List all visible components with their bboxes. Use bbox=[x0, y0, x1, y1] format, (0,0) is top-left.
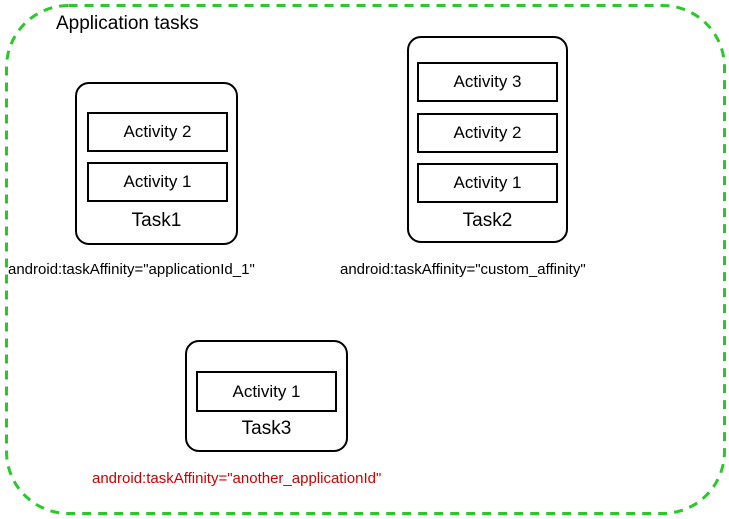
task2-affinity-text: android:taskAffinity="custom_affinity" bbox=[340, 261, 586, 278]
task3-affinity-text: android:taskAffinity="another_applicatio… bbox=[92, 470, 382, 487]
task3-label: Task3 bbox=[241, 418, 292, 439]
task1-affinity-text: android:taskAffinity="applicationId_1" bbox=[8, 261, 255, 278]
task1-label: Task1 bbox=[131, 210, 182, 231]
task2-label: Task2 bbox=[462, 210, 513, 231]
task3-activity-1: Activity 1 bbox=[196, 371, 337, 412]
task2-activity-1: Activity 1 bbox=[417, 163, 558, 203]
task2-activity-2: Activity 2 bbox=[417, 113, 558, 153]
task2-activity-3: Activity 3 bbox=[417, 62, 558, 102]
task1-box: Activity 2 Activity 1 Task1 bbox=[75, 82, 238, 245]
diagram-title: Application tasks bbox=[56, 13, 199, 34]
task1-activity-1: Activity 1 bbox=[87, 162, 228, 202]
task2-box: Activity 3 Activity 2 Activity 1 Task2 bbox=[407, 36, 568, 243]
task3-box: Activity 1 Task3 bbox=[185, 340, 348, 452]
task1-activity-2: Activity 2 bbox=[87, 112, 228, 152]
